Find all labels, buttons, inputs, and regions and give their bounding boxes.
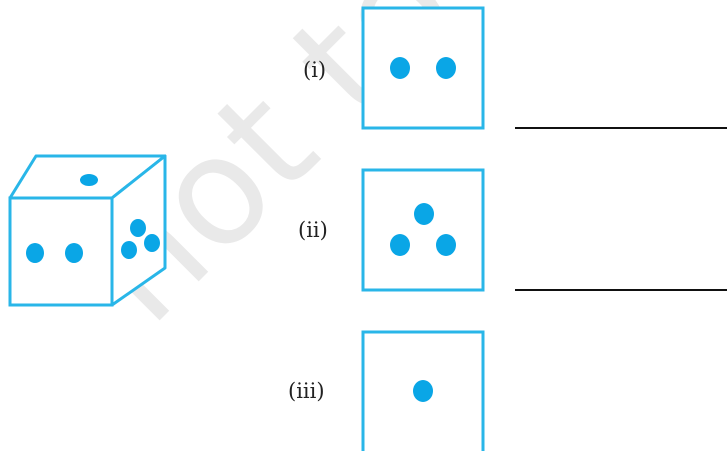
cube-top-dot bbox=[80, 174, 98, 186]
cube-side-dot bbox=[144, 234, 160, 252]
option-iii-label: (iii) bbox=[288, 379, 325, 403]
dice-cube bbox=[8, 154, 167, 307]
cube-side-dot bbox=[121, 241, 137, 259]
option-i-face bbox=[361, 6, 485, 130]
cube-side-dot bbox=[130, 219, 146, 237]
option-ii-dot bbox=[436, 234, 456, 256]
option-i-label: (i) bbox=[303, 58, 326, 82]
option-ii: (ii) bbox=[298, 168, 485, 292]
option-ii-dot bbox=[390, 234, 410, 256]
cube-front-dot bbox=[65, 243, 83, 263]
option-iii-dot bbox=[413, 380, 433, 402]
cube-front-dot bbox=[26, 243, 44, 263]
cube-front-face bbox=[8, 196, 114, 307]
option-ii-face bbox=[361, 168, 485, 292]
option-iii: (iii) bbox=[288, 330, 485, 451]
option-i-dot bbox=[436, 57, 456, 79]
option-i: (i) bbox=[303, 6, 485, 130]
option-ii-label: (ii) bbox=[298, 218, 328, 242]
option-ii-dot bbox=[414, 203, 434, 225]
option-i-dot bbox=[390, 57, 410, 79]
